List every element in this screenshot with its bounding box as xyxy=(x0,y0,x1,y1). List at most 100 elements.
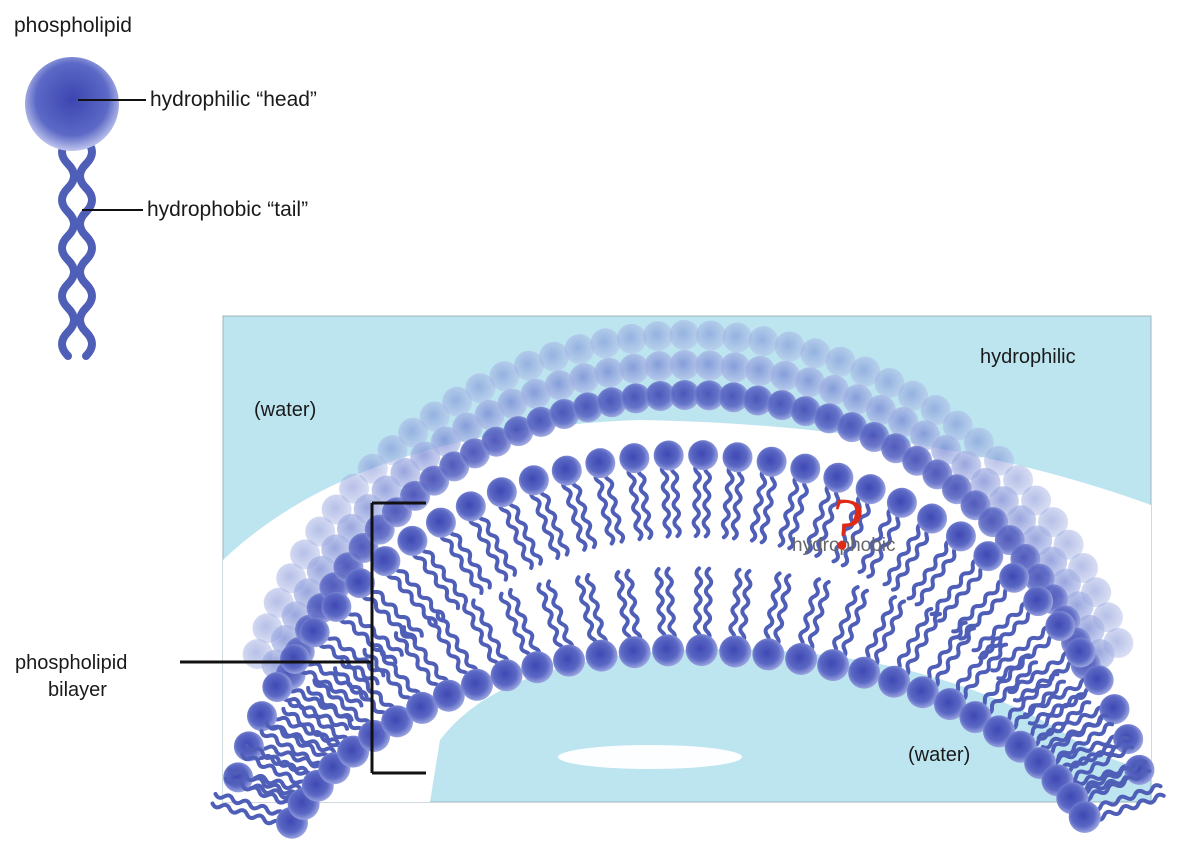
phospholipid-molecule xyxy=(959,653,1039,734)
lipid-head-back xyxy=(842,384,873,415)
phospholipid-molecule xyxy=(777,453,821,551)
lipid-head-back xyxy=(596,387,627,418)
lipid-head-back xyxy=(790,396,821,427)
lipid-head-back xyxy=(669,380,700,410)
phospholipid-molecule xyxy=(817,585,869,682)
lipid-head-back xyxy=(644,351,675,382)
lipid-head-back xyxy=(549,399,580,429)
lipid-head-back xyxy=(888,407,919,437)
phospholipid-molecule xyxy=(455,491,518,582)
lipid-head-back xyxy=(722,322,753,353)
phospholipid-molecule xyxy=(719,567,753,668)
lipid-head-back xyxy=(572,392,603,423)
phospholipid-molecule xyxy=(486,477,543,570)
lipid-head-back xyxy=(594,357,625,388)
lipid-head-back xyxy=(503,416,534,447)
hydrophilic-label: hydrophilic xyxy=(980,346,1076,368)
lipid-head-back xyxy=(419,401,450,432)
lipid-head-back xyxy=(616,323,647,354)
lipid-head-back xyxy=(642,321,673,352)
lipid-head-back xyxy=(669,320,700,350)
phospholipid-molecule xyxy=(397,525,468,611)
phospholipid-molecule xyxy=(518,465,570,560)
lipid-head-back xyxy=(452,412,483,443)
phospholipid-molecule xyxy=(1056,759,1152,815)
lipid-head-back xyxy=(970,467,1001,498)
lipid-head-back xyxy=(910,420,941,451)
phospholipid-molecule xyxy=(929,541,1004,623)
diagram-title: phospholipid xyxy=(14,14,132,37)
membrane-molecules xyxy=(210,320,1166,839)
lipid-head-back xyxy=(920,395,951,425)
phospholipid-molecule xyxy=(279,643,369,708)
phospholipid-molecule xyxy=(619,443,654,542)
lipid-head-back xyxy=(984,445,1014,476)
phospholipid-molecule xyxy=(1068,783,1166,833)
lipid-head-back xyxy=(619,353,650,384)
lipid-head-back xyxy=(377,435,408,466)
bilayer-bracket xyxy=(180,501,426,775)
phospholipid-molecule xyxy=(393,625,465,712)
lipid-head-back xyxy=(357,453,388,484)
bilayer-label-line1: phospholipid xyxy=(15,652,128,674)
tail-label: hydrophobic “tail” xyxy=(147,198,309,221)
lipid-head-back xyxy=(390,458,421,488)
tail-right xyxy=(76,136,96,360)
phospholipid-molecule xyxy=(951,562,1030,641)
phospholipid-molecule xyxy=(933,636,1009,721)
phospholipid-molecule xyxy=(688,440,719,539)
phospholipid-molecule xyxy=(427,610,493,701)
phospholipid-molecule xyxy=(652,566,685,667)
lipid-head-back xyxy=(794,367,825,398)
lipid-head-back xyxy=(410,441,441,472)
lipid-head-back xyxy=(770,360,801,391)
lipid-head-back xyxy=(931,435,962,465)
lipid-head-back xyxy=(398,417,429,448)
lipid-head-back xyxy=(695,350,725,381)
phospholipid-molecule xyxy=(785,577,831,675)
lipid-head-back xyxy=(963,427,994,458)
phospholipid-molecule xyxy=(344,568,424,645)
lipid-head-back xyxy=(544,370,575,401)
lipid-head-back xyxy=(539,341,569,372)
lipid-head-back xyxy=(497,388,528,419)
phospholipid-molecule xyxy=(752,571,792,671)
phospholipid-molecule xyxy=(882,503,948,592)
lipid-head-back xyxy=(474,400,505,430)
lipid-head-back xyxy=(865,395,896,425)
water-bottom-label: (water) xyxy=(908,744,971,766)
phospholipid-molecule xyxy=(306,678,391,752)
lipid-head-back xyxy=(569,363,600,394)
phospholipid-molecule xyxy=(536,579,586,677)
head-circle xyxy=(25,57,119,151)
lipid-head-back xyxy=(465,373,496,404)
phospholipid-molecule xyxy=(971,586,1054,660)
phospholipid-molecule xyxy=(462,598,523,692)
erased-smudge xyxy=(558,745,742,769)
lipid-head-back xyxy=(430,426,461,457)
lipid-head-back xyxy=(800,338,831,369)
single-phospholipid xyxy=(25,57,146,360)
lipid-head-back xyxy=(442,386,473,417)
water-top-label: (water) xyxy=(254,399,317,421)
lipid-head-back xyxy=(898,380,928,411)
lipid-head-back xyxy=(825,346,856,377)
head-label: hydrophilic “head” xyxy=(150,88,317,111)
lipid-head-back xyxy=(745,355,776,386)
phospholipid-molecule xyxy=(498,587,554,684)
phospholipid-molecule xyxy=(370,546,446,627)
phospholipid-molecule xyxy=(906,620,976,709)
phospholipid-molecule xyxy=(575,573,618,672)
lipid-head-back xyxy=(742,385,773,416)
phospholipid-molecule xyxy=(848,595,907,689)
bilayer-label: phospholipid bilayer xyxy=(15,650,127,704)
lipid-head-back xyxy=(695,320,726,351)
phospholipid-molecule xyxy=(857,487,917,579)
lipid-head-back xyxy=(520,378,551,409)
phospholipid-molecule xyxy=(749,446,787,545)
phospholipid-molecule xyxy=(831,474,886,568)
bilayer-label-line2: bilayer xyxy=(48,679,107,701)
lipid-head-back xyxy=(774,331,805,362)
lipid-head-back xyxy=(489,361,520,392)
phospholipid-molecule xyxy=(333,659,414,738)
